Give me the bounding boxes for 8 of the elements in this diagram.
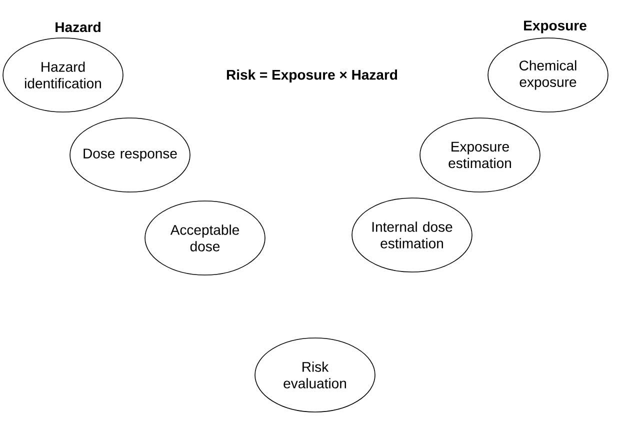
ellipse-node: Risk evaluation bbox=[254, 338, 376, 412]
formula-label: Risk = Exposure × Hazard bbox=[226, 69, 398, 83]
ellipse-node: Internal dose estimation bbox=[352, 198, 472, 272]
ellipse-node: Dose response bbox=[70, 118, 190, 192]
ellipse-node: Exposure estimation bbox=[420, 118, 540, 192]
ellipse-node: Acceptable dose bbox=[144, 200, 266, 276]
ellipse-node: Chemical exposure bbox=[488, 38, 608, 112]
ellipse-node: Hazard identification bbox=[2, 38, 124, 112]
